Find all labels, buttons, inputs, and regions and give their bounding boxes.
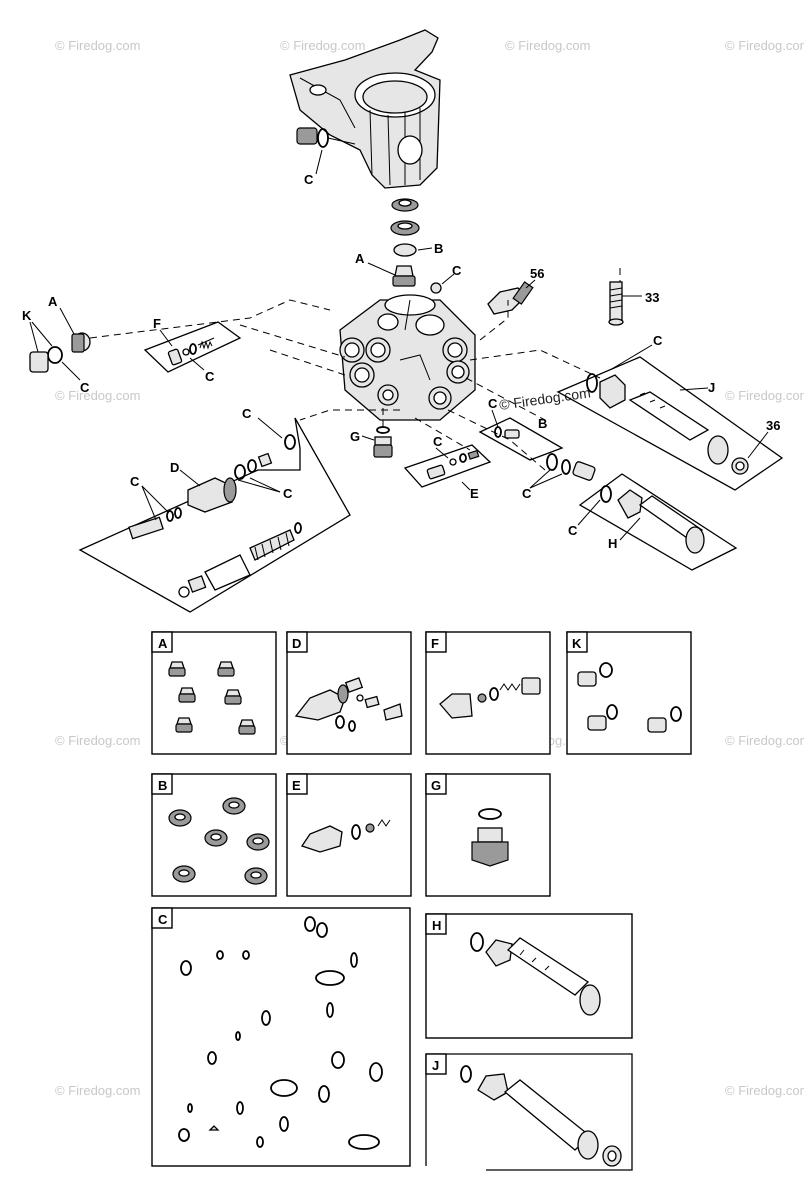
o-ring-part [178, 916, 383, 1150]
kit-label: E [292, 778, 301, 793]
callout-c: C [452, 263, 462, 278]
watermark: © Firedog.com [725, 1083, 804, 1098]
callout-f: F [153, 316, 161, 331]
callout-c: C [205, 369, 215, 384]
valve-part [487, 281, 534, 315]
watermark: © Firedog.com [505, 38, 590, 53]
callout-c: C [283, 486, 293, 501]
kit-box-h: H [425, 913, 633, 1039]
callout-c: C [653, 333, 663, 348]
callout-d: D [170, 460, 179, 475]
watermark: © Firedog.com [55, 388, 140, 403]
callout-c: C [568, 523, 578, 538]
callout-56: 56 [530, 266, 544, 281]
watermark-center: © Firedog.com [498, 384, 591, 413]
plug-part [373, 426, 393, 458]
unloader-part [426, 449, 480, 480]
callout-33: 33 [645, 290, 659, 305]
callout-j: J [708, 380, 715, 395]
kit-label: C [158, 912, 168, 927]
callout-b: B [434, 241, 443, 256]
kit-label: D [292, 636, 301, 651]
bolt-part [608, 281, 624, 326]
kit-box-e: E [286, 773, 412, 897]
pump-manifold-part [339, 294, 476, 421]
watermark: © Firedog.com [725, 388, 804, 403]
kit-label: H [432, 918, 441, 933]
watermark: © Firedog.com [55, 38, 140, 53]
kit-label: F [431, 636, 439, 651]
kit-box-g: G [425, 773, 551, 897]
kit-box-a: A [151, 631, 277, 755]
watermark: © Firedog.com [55, 1083, 140, 1098]
plug-part [471, 808, 509, 867]
callout-c: C [80, 380, 90, 395]
callout-k: K [22, 308, 32, 323]
seal-ring-part [494, 426, 520, 439]
callout-a: A [355, 251, 365, 266]
crankcase-part [289, 29, 441, 189]
hose-fitting-part [586, 373, 749, 475]
callout-c: C [522, 486, 532, 501]
watermark: © Firedog.com [280, 38, 365, 53]
callout-c: C [488, 396, 498, 411]
watermark: © Firedog.com [55, 733, 140, 748]
unloader-part [294, 677, 403, 732]
valve-part [167, 337, 215, 366]
callout-e: E [470, 486, 479, 501]
hose-fitting-part [460, 1065, 622, 1167]
o-ring-part [546, 453, 596, 481]
valve-part [439, 677, 541, 719]
callout-b: B [538, 416, 547, 431]
kit-box-b: B [151, 773, 277, 897]
kit-box-k: K [566, 631, 692, 755]
valve-part [392, 265, 416, 287]
plug-part [577, 662, 682, 733]
seal-ring-part [168, 797, 270, 885]
kit-label: J [432, 1058, 439, 1073]
callout-h: H [608, 536, 617, 551]
kit-box-f: F [425, 631, 551, 755]
seal-ring-part [390, 198, 420, 257]
callout-c: C [304, 172, 314, 187]
callout-c: C [130, 474, 140, 489]
plug-part [29, 332, 91, 373]
watermark: © Firedog.com [725, 733, 804, 748]
callout-g: G [350, 429, 360, 444]
unloader-part [128, 434, 302, 598]
unloader-part [300, 819, 391, 853]
kit-label: B [158, 778, 167, 793]
callout-c: C [242, 406, 252, 421]
kit-box-d: D [286, 631, 412, 755]
callout-c: C [433, 434, 443, 449]
valve-part [168, 661, 256, 735]
watermark: © Firedog.com [725, 38, 804, 53]
plug-part [296, 127, 356, 148]
callout-36: 36 [766, 418, 780, 433]
kit-box-c: C [151, 907, 411, 1167]
kit-label: G [431, 778, 441, 793]
kit-label: A [158, 636, 168, 651]
callout-a: A [48, 294, 58, 309]
hose-fitting-part [470, 932, 601, 1016]
kit-label: K [572, 636, 582, 651]
kit-box-j: J [425, 1053, 633, 1171]
hose-fitting-part [600, 485, 705, 554]
